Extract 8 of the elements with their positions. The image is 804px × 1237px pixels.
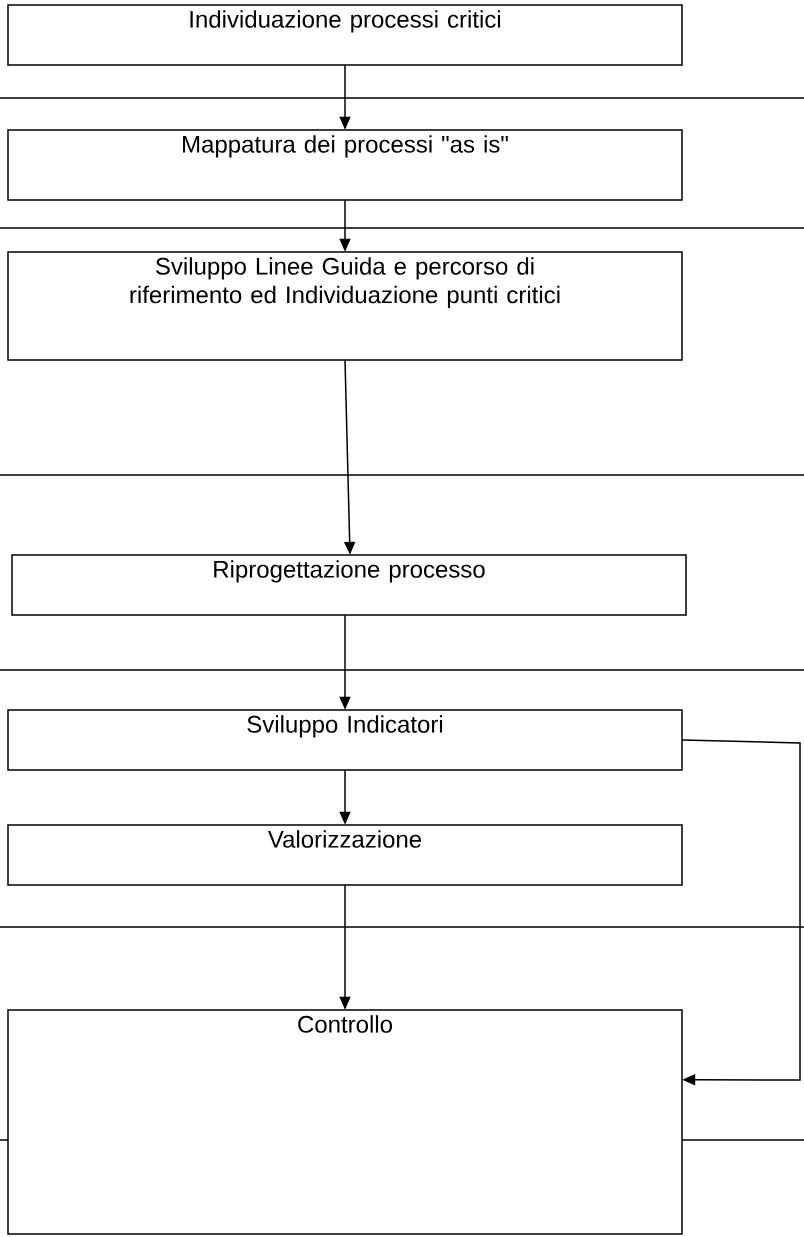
arrow: [681, 739, 801, 1086]
process-box: Valorizzazione: [7, 824, 683, 886]
process-box: Individuazione processi critici: [7, 4, 683, 66]
process-box: Riprogettazione processo: [11, 554, 687, 616]
process-box: Sviluppo Linee Guida e percorso di riferimento ed Individuazione punti critici: [7, 251, 683, 361]
process-box: Controllo: [7, 1009, 683, 1235]
process-box: Mappatura dei processi "as is": [7, 129, 683, 201]
process-box: Sviluppo Indicatori: [7, 709, 683, 771]
